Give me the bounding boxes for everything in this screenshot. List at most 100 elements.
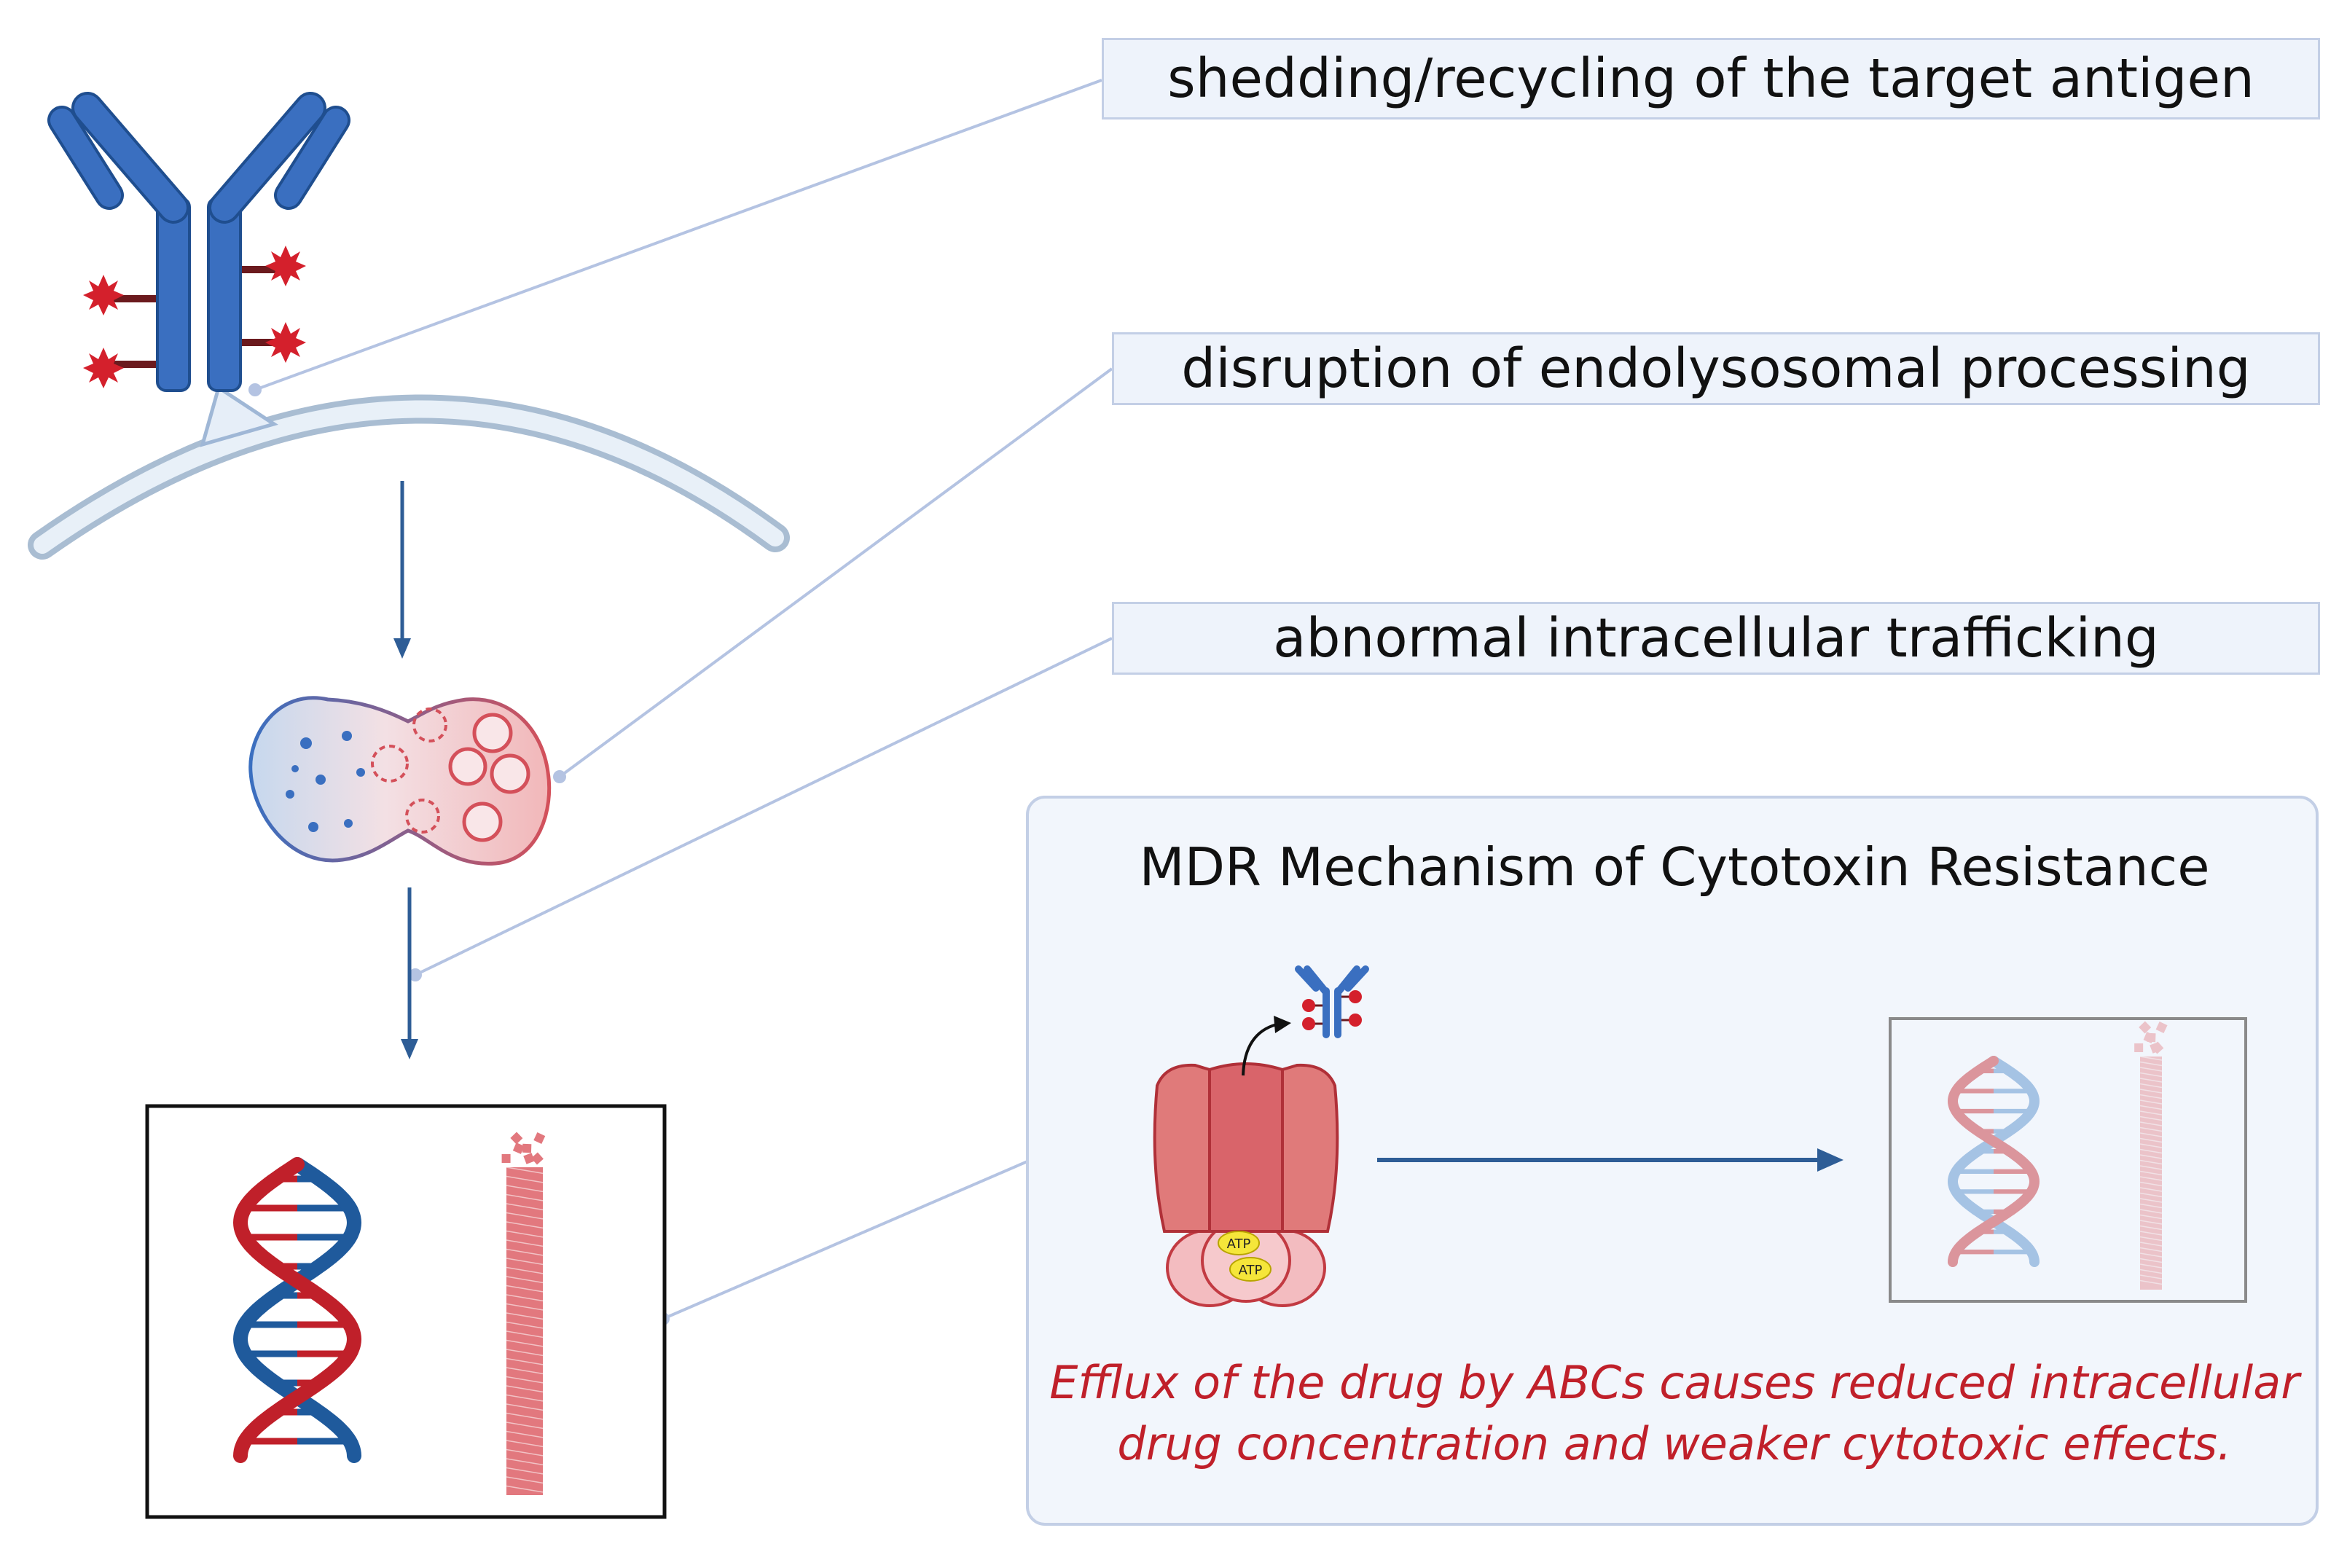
antibody-drug-conjugate-icon xyxy=(1295,965,1369,1038)
microtubule-ring xyxy=(506,1357,544,1365)
microtubule-icon xyxy=(501,1132,546,1495)
microtubule-ring xyxy=(2139,1165,2163,1170)
label-text: shedding/recycling of the target antigen xyxy=(1167,47,2254,110)
microtubule-ring xyxy=(2139,1263,2163,1269)
microtubule-ring xyxy=(2139,1231,2163,1236)
mdr-caption-line: drug concentration and weaker cytotoxic … xyxy=(1117,1417,2232,1470)
microtubule-ring xyxy=(506,1239,544,1247)
microtubule-ring xyxy=(2139,1143,2163,1148)
microtubule-ring xyxy=(506,1321,544,1329)
microtubule-ring xyxy=(2139,1089,2163,1094)
microtubule-ring xyxy=(2139,1170,2163,1176)
dna-strand xyxy=(232,1157,362,1463)
atp-label: ATP xyxy=(1227,1236,1251,1252)
cell-membrane-icon xyxy=(28,394,790,560)
microtubule-ring xyxy=(2139,1176,2163,1181)
microtubule-ring xyxy=(506,1330,544,1338)
tubulin-fragment xyxy=(501,1154,511,1163)
microtubule-ring xyxy=(506,1185,544,1193)
microtubule-ring xyxy=(2139,1192,2163,1198)
microtubule-ring xyxy=(2139,1083,2163,1089)
tubulin-fragment xyxy=(2150,1042,2161,1054)
microtubule-ring xyxy=(506,1339,544,1347)
microtubule-ring xyxy=(2139,1078,2163,1083)
dna-strand xyxy=(1947,1056,2040,1267)
microtubule-ring xyxy=(506,1212,544,1220)
microtubule-ring xyxy=(2139,1269,2163,1274)
microtubule-ring xyxy=(506,1258,544,1266)
microtubule-ring xyxy=(2139,1279,2163,1285)
mdr-caption-line: Efflux of the drug by ABCs causes reduce… xyxy=(1049,1356,2300,1409)
dna-helix-icon xyxy=(232,1157,362,1463)
antibody-drug-conjugate-icon xyxy=(47,92,350,392)
label-endolysosomal-disruption: disruption of endolysosomal processing xyxy=(1112,332,2320,405)
microtubule-ring xyxy=(506,1294,544,1302)
microtubule-ring xyxy=(2139,1061,2163,1067)
microtubule-ring xyxy=(2139,1242,2163,1247)
microtubule-ring xyxy=(2139,1132,2163,1137)
microtubule-ring xyxy=(506,1403,544,1411)
microtubule-ring xyxy=(2139,1253,2163,1258)
microtubule-body xyxy=(2140,1057,2162,1290)
microtubule-ring xyxy=(506,1385,544,1393)
dna-strand xyxy=(232,1157,362,1463)
reduced-effect-panel xyxy=(1889,1017,2247,1303)
microtubule-ring xyxy=(2139,1148,2163,1154)
mdr-panel-title: MDR Mechanism of Cytotoxin Resistance xyxy=(1139,836,2210,898)
microtubule-ring xyxy=(506,1303,544,1311)
connector-trafficking xyxy=(415,637,1113,976)
antigen-icon xyxy=(200,385,278,447)
microtubule-ring xyxy=(506,1221,544,1229)
tubulin-fragment xyxy=(533,1132,546,1144)
microtubule-ring xyxy=(506,1193,544,1202)
efflux-result-arrow xyxy=(1377,1148,1843,1172)
microtubule-ring xyxy=(2139,1247,2163,1253)
tubulin-fragment xyxy=(530,1152,544,1165)
microtubule-ring xyxy=(2139,1225,2163,1231)
microtubule-ring xyxy=(2139,1258,2163,1263)
microtubule-ring xyxy=(2139,1159,2163,1165)
abc-transporter-icon: ATP ATP xyxy=(1153,1016,1339,1307)
microtubule-ring xyxy=(2139,1099,2163,1105)
microtubule-ring xyxy=(2139,1056,2163,1061)
dna-helix-icon xyxy=(1947,1056,2040,1267)
microtubule-ring xyxy=(506,1349,544,1357)
microtubule-ring xyxy=(2139,1116,2163,1121)
microtubule-ring xyxy=(2139,1236,2163,1242)
microtubule-ring xyxy=(506,1367,544,1375)
connector-shedding xyxy=(254,79,1102,391)
mdr-caption: Efflux of the drug by ABCs causes reduce… xyxy=(1035,1352,2314,1475)
microtubule-ring xyxy=(506,1449,544,1457)
tubulin-fragment xyxy=(512,1142,525,1154)
label-text: disruption of endolysosomal processing xyxy=(1181,337,2251,400)
microtubule-ring xyxy=(506,1422,544,1430)
atp-label: ATP xyxy=(1239,1263,1263,1278)
microtubule-ring xyxy=(2139,1209,2163,1214)
label-abnormal-trafficking: abnormal intracellular trafficking xyxy=(1112,602,2320,675)
microtubule-ring xyxy=(2139,1072,2163,1078)
label-text: abnormal intracellular trafficking xyxy=(1273,607,2159,670)
microtubule-ring xyxy=(2139,1067,2163,1072)
tubulin-fragment xyxy=(523,1153,535,1164)
microtubule-ring xyxy=(2139,1181,2163,1187)
microtubule-ring xyxy=(506,1467,544,1475)
microtubule-ring xyxy=(506,1285,544,1293)
microtubule-ring xyxy=(506,1440,544,1448)
microtubule-ring xyxy=(506,1276,544,1284)
microtubule-ring xyxy=(506,1248,544,1256)
intracellular-targets-panel xyxy=(145,1104,667,1519)
tubulin-fragment xyxy=(2134,1043,2144,1052)
microtubule-ring xyxy=(2139,1105,2163,1110)
endolysosome-icon xyxy=(248,696,552,866)
microtubule-body xyxy=(506,1167,543,1495)
microtubule-ring xyxy=(2139,1137,2163,1143)
tubulin-fragment xyxy=(2147,1032,2156,1043)
label-shedding-recycling: shedding/recycling of the target antigen xyxy=(1102,38,2320,119)
microtubule-ring xyxy=(2139,1214,2163,1220)
microtubule-ring xyxy=(506,1312,544,1320)
tubulin-fragment xyxy=(522,1143,532,1153)
microtubule-ring xyxy=(2139,1094,2163,1099)
microtubule-ring xyxy=(2139,1154,2163,1159)
microtubule-ring xyxy=(506,1230,544,1238)
microtubule-ring xyxy=(2139,1220,2163,1225)
